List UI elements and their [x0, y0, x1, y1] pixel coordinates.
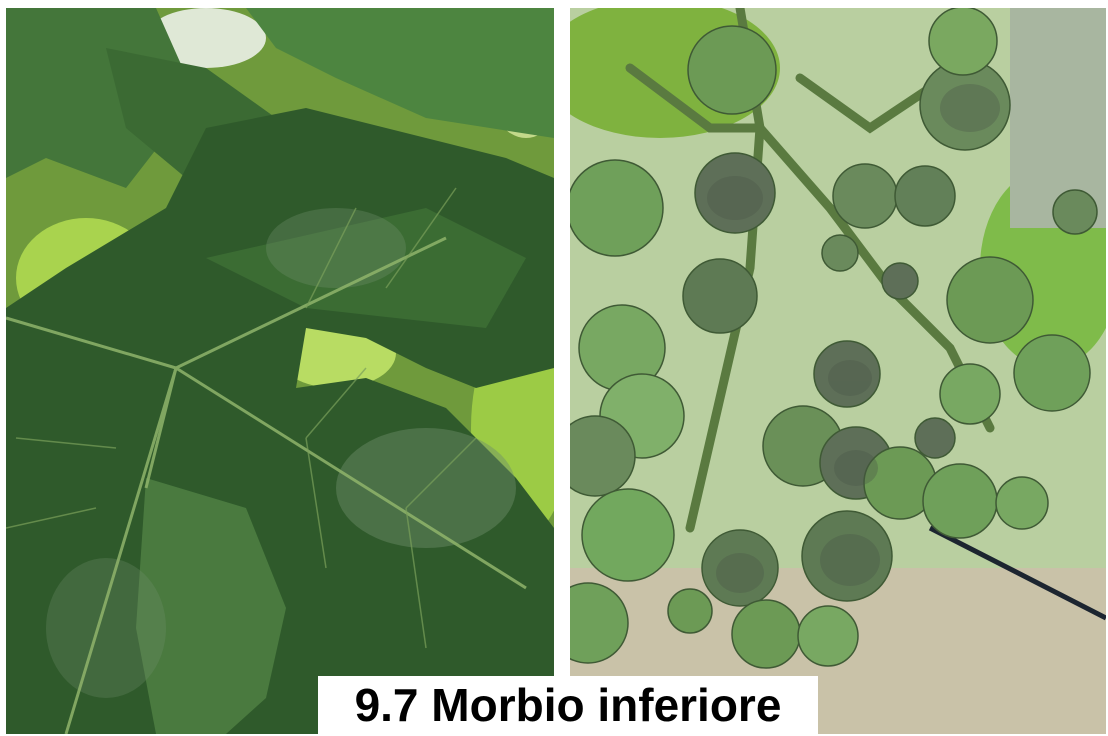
location-caption: 9.7 Morbio inferiore — [318, 676, 818, 734]
grape-cluster-photo — [570, 8, 1106, 734]
leaf-photo — [6, 8, 554, 734]
